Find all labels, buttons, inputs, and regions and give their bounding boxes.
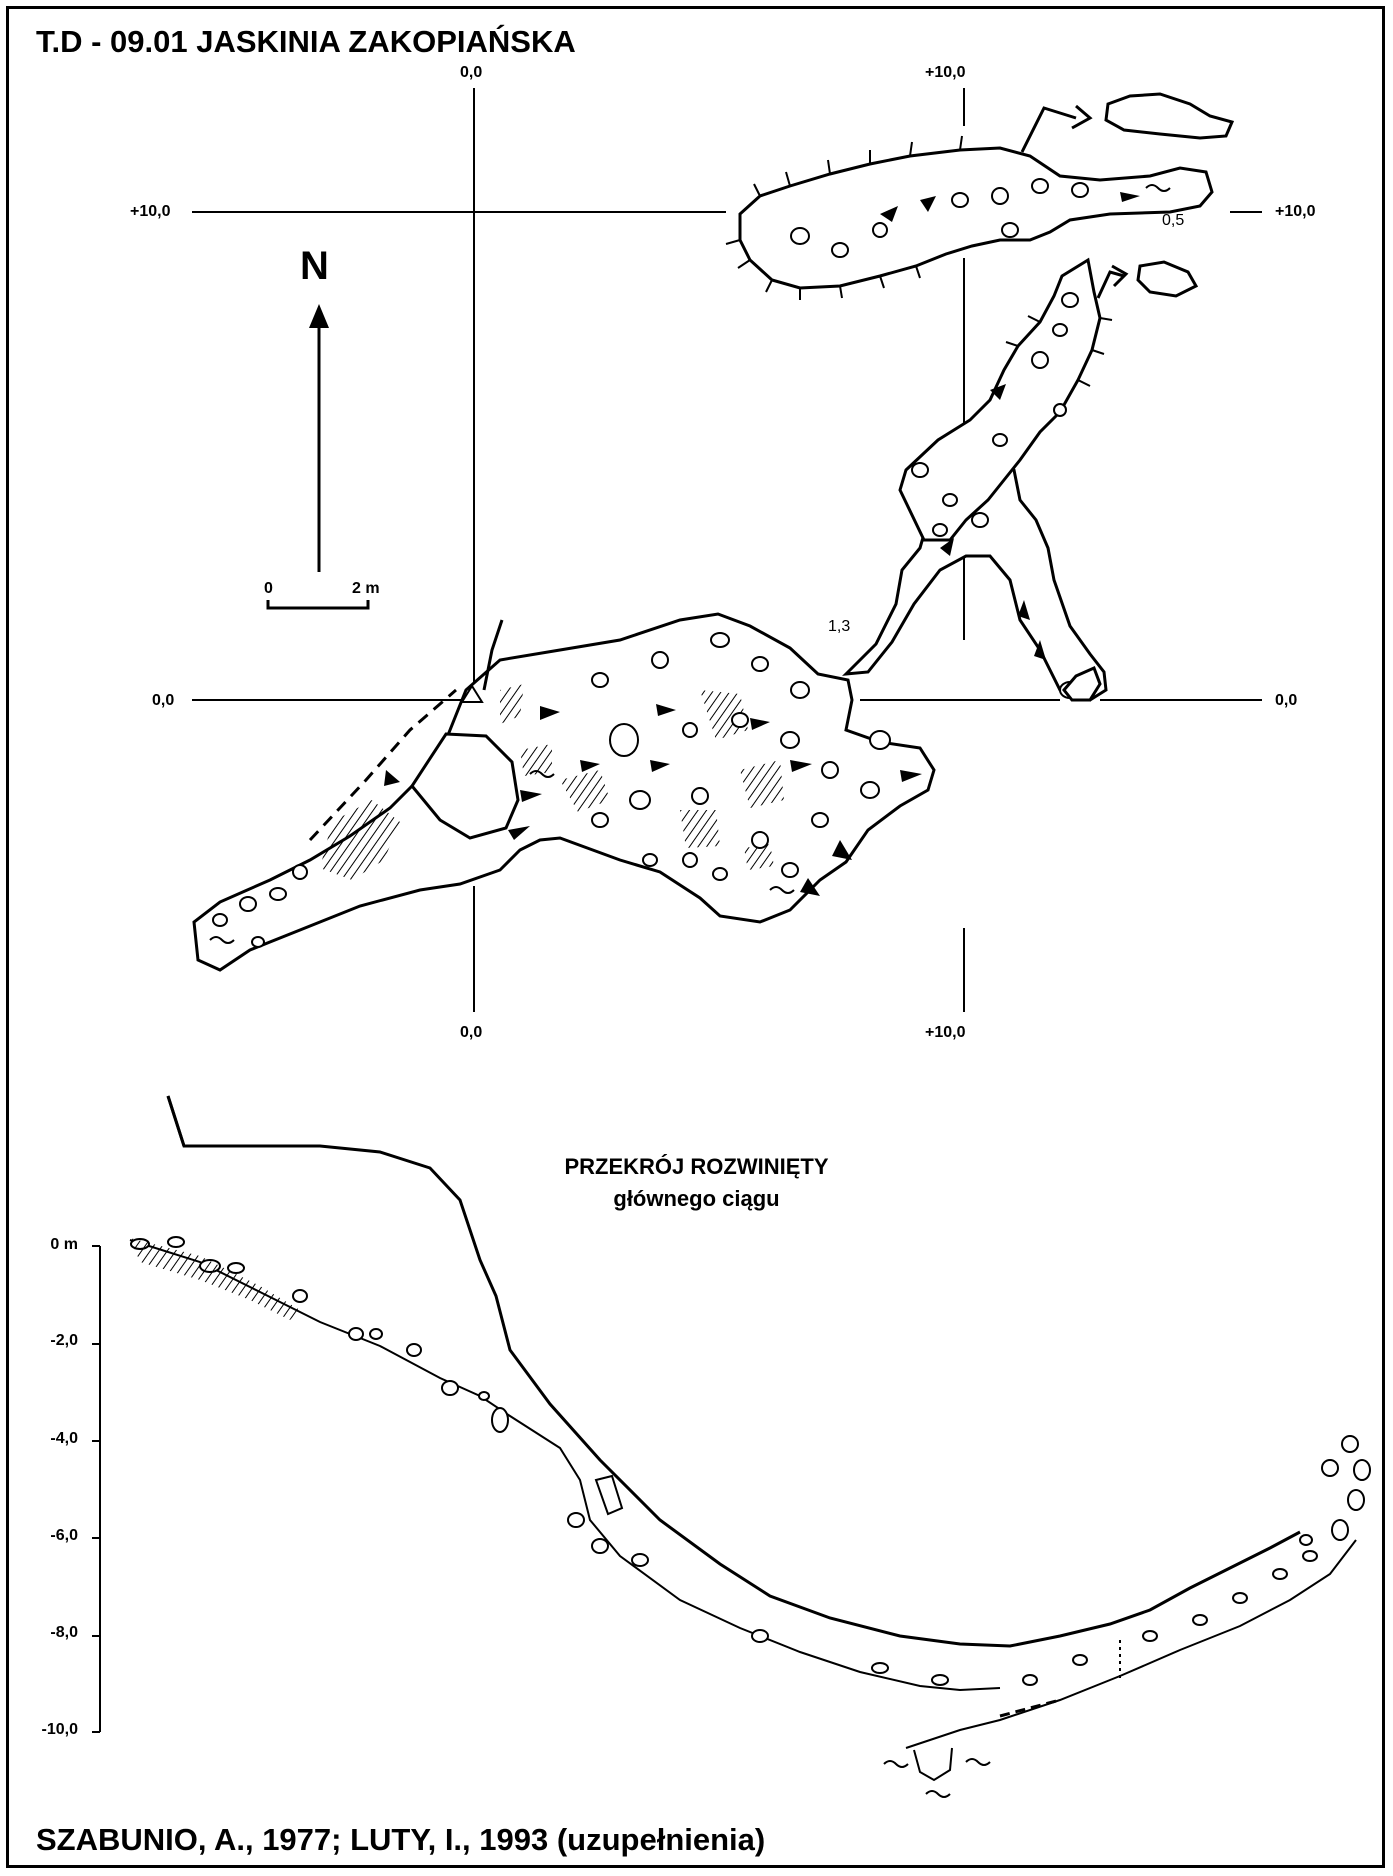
debris-markers bbox=[384, 192, 1140, 896]
wall-ticks-upper bbox=[725, 135, 1113, 387]
water-symbols-plan bbox=[209, 184, 1171, 944]
grid-label-left-y10: +10,0 bbox=[130, 203, 171, 220]
section-pool bbox=[913, 1747, 953, 1782]
scale-bar bbox=[266, 600, 370, 610]
section-lower-branch bbox=[905, 1539, 1357, 1749]
grid-label-bottom-x0: 0,0 bbox=[460, 1024, 483, 1041]
water-symbols-section bbox=[883, 1758, 991, 1798]
y-tick-6: -6,0 bbox=[50, 1527, 78, 1544]
section-floor bbox=[129, 1239, 1001, 1692]
lobe-arrow-2 bbox=[1096, 270, 1125, 299]
upper-lobe-right-2 bbox=[1136, 260, 1199, 298]
grid-label-right-y10: +10,0 bbox=[1275, 203, 1316, 220]
section-title: PRZEKRÓJ ROZWINIĘTY bbox=[564, 1154, 829, 1179]
y-tick-0: 0 m bbox=[50, 1236, 78, 1253]
upper-lobe-right-1 bbox=[1104, 92, 1235, 140]
north-label: N bbox=[300, 244, 329, 288]
y-tick-4: -4,0 bbox=[50, 1430, 78, 1447]
north-arrow-icon bbox=[309, 304, 329, 328]
section-subtitle: głównego ciągu bbox=[613, 1186, 780, 1211]
scale-start-label: 0 bbox=[264, 580, 273, 597]
grid-label-top-x0: 0,0 bbox=[460, 64, 483, 81]
credit-line: SZABUNIO, A., 1977; LUTY, I., 1993 (uzup… bbox=[36, 1822, 766, 1857]
section-entrance-edge bbox=[166, 1095, 186, 1147]
boulders-section bbox=[130, 1236, 1371, 1686]
map-title: T.D - 09.01 JASKINIA ZAKOPIAŃSKA bbox=[36, 24, 576, 59]
section-ceiling bbox=[166, 1095, 1301, 1648]
height-annotation-2: 0,5 bbox=[1162, 212, 1185, 229]
entrance-dashed-line bbox=[308, 688, 457, 842]
grid-label-top-x10: +10,0 bbox=[925, 64, 966, 81]
grid-label-bottom-x10: +10,0 bbox=[925, 1024, 966, 1041]
section-block bbox=[594, 1474, 624, 1516]
survey-point-icon bbox=[460, 684, 484, 703]
section-sediment bbox=[130, 1238, 300, 1320]
map-frame bbox=[6, 6, 1385, 1868]
main-chamber-pillar bbox=[410, 732, 520, 840]
boulders-plan bbox=[212, 178, 1098, 948]
lower-right-lobe bbox=[1062, 665, 1102, 702]
scale-end-label: 2 m bbox=[352, 580, 380, 597]
main-chamber-outline bbox=[192, 612, 936, 972]
section-y-axis bbox=[92, 1245, 101, 1733]
y-tick-2: -2,0 bbox=[50, 1332, 78, 1349]
lobe-arrow-1 bbox=[1020, 106, 1077, 153]
height-annotation-1: 1,3 bbox=[828, 618, 851, 635]
section-dashed-link bbox=[999, 1698, 1061, 1718]
grid-label-left-y0: 0,0 bbox=[152, 692, 175, 709]
grid-label-right-y0: 0,0 bbox=[1275, 692, 1298, 709]
entrance-edge bbox=[482, 619, 504, 691]
hatched-zones bbox=[320, 684, 784, 880]
y-tick-8: -8,0 bbox=[50, 1624, 78, 1641]
plan-grid bbox=[192, 88, 1262, 1012]
upper-chamber-outline bbox=[738, 146, 1214, 290]
y-tick-10: -10,0 bbox=[41, 1721, 78, 1738]
